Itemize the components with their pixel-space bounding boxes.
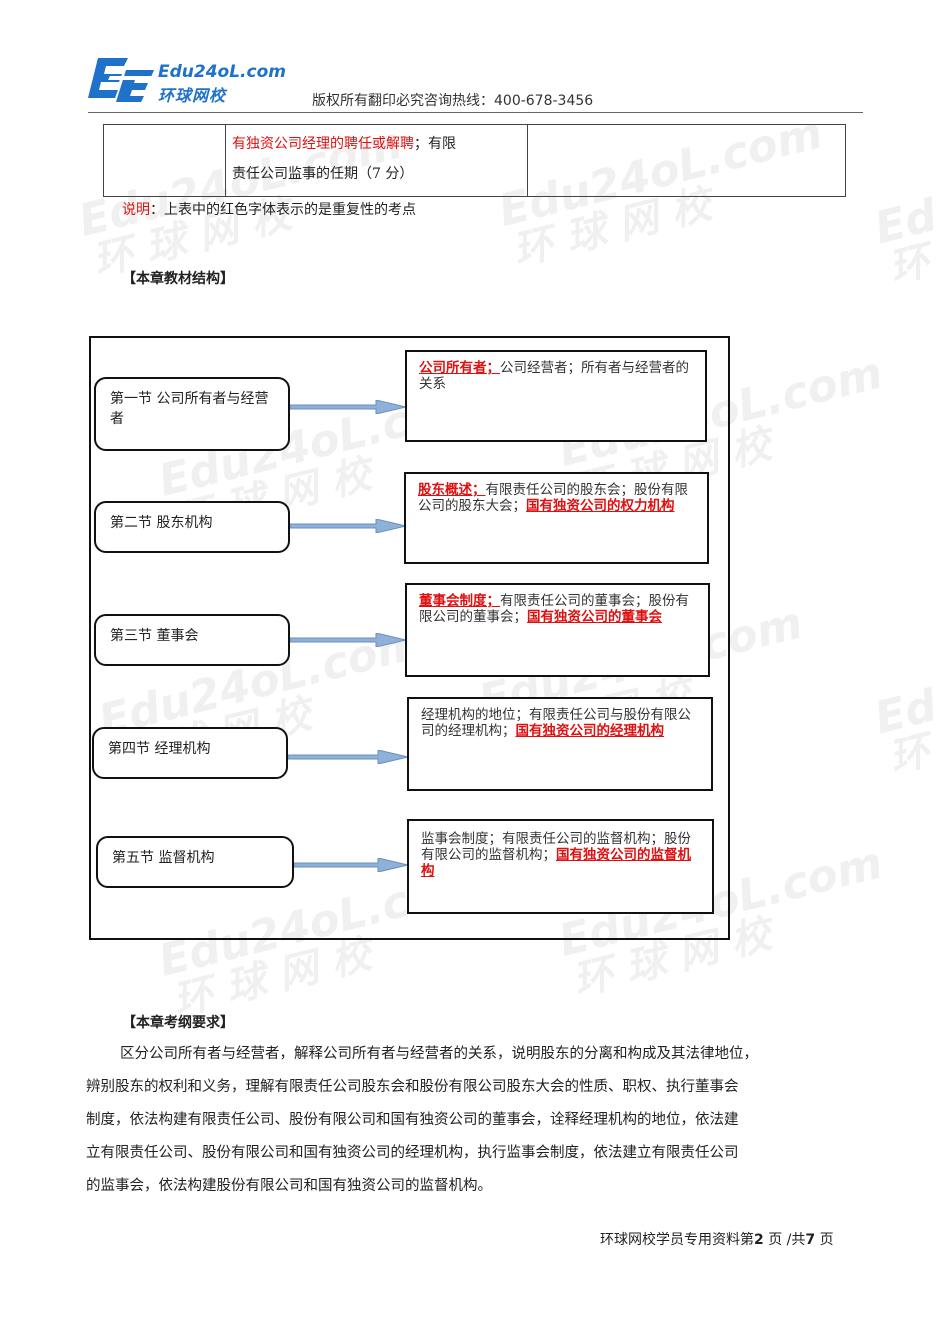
cell-text: ；有限 (414, 136, 456, 152)
footer-text: 页 (819, 1232, 834, 1248)
syllabus-heading: 【本章考纲要求】 (122, 1015, 234, 1031)
content-text: 有限责任公司的董事会；股份有限公司的董事会； (419, 593, 689, 625)
footer-text: 页 /共 (768, 1232, 806, 1248)
syllabus-line: 立有限责任公司、股份有限公司和国有独资公司的经理机构，执行监事会制度，依法建立有… (86, 1145, 739, 1161)
logo-text-cn: 环球网校 (158, 86, 227, 105)
red-point-text: 国有独资公司的权力机构 (526, 498, 675, 514)
header-divider (88, 112, 863, 113)
content-box-2: 股东概述；有限责任公司的股东会；股份有限公司的股东大会；国有独资公司的权力机构 (404, 472, 709, 564)
content-text: 经理机构的地位；有限责任公司与股份有限公司的经理机构； (421, 707, 691, 739)
total-pages: 7 (805, 1232, 816, 1248)
section-label: 第五节 监督机构 (112, 850, 215, 866)
section-box-4: 第四节 经理机构 (92, 727, 288, 779)
note-label: 说明 (122, 202, 150, 218)
footer-text: 环球网校学员专用资料第 (600, 1232, 754, 1248)
red-point-text: 股东概述； (418, 482, 486, 498)
arrow-icon (288, 750, 408, 764)
red-point-text: 董事会制度； (419, 593, 500, 609)
page-footer: 环球网校学员专用资料第2 页 /共7 页 (600, 1229, 834, 1249)
arrow-icon (294, 858, 408, 872)
content-text: 监事会制度；有限责任公司的监督机构；股份有限公司的监督机构； (421, 831, 691, 863)
cell-text: 责任公司监事的任期（7 分） (232, 166, 414, 182)
table-cell-empty (104, 125, 226, 196)
table-cell-content: 有独资公司经理的聘任或解聘；有限 责任公司监事的任期（7 分） (226, 125, 528, 196)
exam-points-table: 有独资公司经理的聘任或解聘；有限 责任公司监事的任期（7 分） (103, 124, 846, 197)
hotline-text: 版权所有翻印必究咨询热线：400-678-3456 (312, 93, 594, 109)
section-label: 第二节 股东机构 (110, 515, 213, 531)
section-box-5: 第五节 监督机构 (96, 836, 294, 888)
section-label: 第四节 经理机构 (108, 741, 211, 757)
syllabus-line: 制度，依法构建有限责任公司、股份有限公司和国有独资公司的董事会，诠释经理机构的地… (86, 1112, 739, 1128)
logo-text-en: Edu24oL.com (158, 62, 286, 82)
section-label: 第三节 董事会 (110, 628, 199, 644)
syllabus-line: 区分公司所有者与经营者，解释公司所有者与经营者的关系，说明股东的分离和构成及其法… (120, 1046, 758, 1062)
red-point-text: 国有独资公司的监督机构 (421, 847, 691, 879)
syllabus-line: 辨别股东的权利和义务，理解有限责任公司股东会和股份有限公司股东大会的性质、职权、… (86, 1079, 739, 1095)
section-label: 第一节 公司所有者与经营者 (110, 391, 269, 427)
content-box-1: 公司所有者；公司经营者；所有者与经营者的关系 (405, 350, 707, 442)
content-text: 有限责任公司的股东会；股份有限公司的股东大会； (418, 482, 688, 514)
red-point-text: 公司所有者； (419, 360, 500, 376)
syllabus-line: 的监事会，依法构建股份有限公司和国有独资公司的监督机构。 (86, 1178, 492, 1194)
section-box-1: 第一节 公司所有者与经营者 (94, 377, 290, 451)
chapter-structure-diagram (89, 336, 730, 940)
content-text: 公司经营者；所有者与经营者的关系 (419, 360, 689, 392)
section-box-3: 第三节 董事会 (94, 614, 290, 666)
arrow-icon (290, 400, 406, 414)
logo-icon (88, 58, 154, 102)
content-box-3: 董事会制度；有限责任公司的董事会；股份有限公司的董事会；国有独资公司的董事会 (405, 583, 710, 677)
section-box-2: 第二节 股东机构 (94, 501, 290, 553)
red-point-text: 有独资公司经理的聘任或解聘 (232, 136, 414, 152)
page-number: 2 (754, 1232, 764, 1248)
arrow-icon (290, 633, 406, 647)
note-text: ：上表中的红色字体表示的是重复性的考点 (150, 202, 416, 218)
red-point-text: 国有独资公司的董事会 (527, 609, 662, 625)
content-box-4: 经理机构的地位；有限责任公司与股份有限公司的经理机构；国有独资公司的经理机构 (407, 697, 713, 791)
table-note: 说明：上表中的红色字体表示的是重复性的考点 (122, 199, 416, 219)
structure-heading: 【本章教材结构】 (122, 271, 234, 287)
content-box-5: 监事会制度；有限责任公司的监督机构；股份有限公司的监督机构；国有独资公司的监督机… (407, 819, 714, 914)
red-point-text: 国有独资公司的经理机构 (515, 723, 665, 739)
arrow-icon (290, 519, 406, 533)
